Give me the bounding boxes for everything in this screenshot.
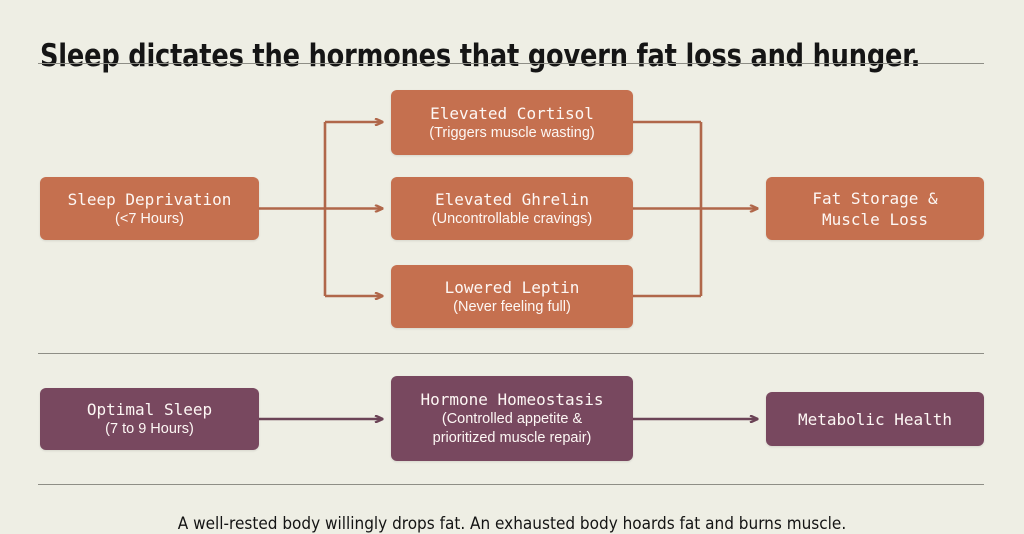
node-title: Metabolic Health — [797, 409, 953, 429]
node-subtitle: (Never feeling full) — [453, 298, 571, 315]
divider-bottom — [38, 484, 984, 485]
node-elevated-cortisol[interactable]: Elevated Cortisol (Triggers muscle wasti… — [391, 90, 633, 155]
node-subtitle: (7 to 9 Hours) — [105, 421, 194, 437]
node-subtitle: (<7 Hours) — [115, 210, 184, 227]
node-metabolic-health[interactable]: Metabolic Health — [766, 392, 984, 446]
node-title: Optimal Sleep — [86, 400, 213, 419]
node-title: Elevated Ghrelin — [434, 189, 590, 209]
node-hormone-homeostasis[interactable]: Hormone Homeostasis (Controlled appetite… — [391, 376, 633, 461]
node-sleep-deprivation[interactable]: Sleep Deprivation (<7 Hours) — [40, 177, 259, 240]
node-fat-storage-muscle-loss[interactable]: Fat Storage & Muscle Loss — [766, 177, 984, 240]
node-optimal-sleep[interactable]: Optimal Sleep (7 to 9 Hours) — [40, 388, 259, 450]
divider-middle — [38, 353, 984, 354]
node-subtitle: (Controlled appetite & — [441, 411, 583, 427]
node-title: Sleep Deprivation — [67, 189, 232, 209]
node-elevated-ghrelin[interactable]: Elevated Ghrelin (Uncontrollable craving… — [391, 177, 633, 240]
node-lowered-leptin[interactable]: Lowered Leptin (Never feeling full) — [391, 265, 633, 328]
footer-caption: A well-rested body willingly drops fat. … — [177, 514, 847, 534]
divider-top — [38, 63, 984, 64]
page-title: Sleep dictates the hormones that govern … — [40, 37, 921, 74]
node-title: Lowered Leptin — [444, 277, 580, 297]
node-subtitle-line2: prioritized muscle repair) — [432, 430, 592, 446]
node-title: Hormone Homeostasis — [420, 390, 604, 409]
node-subtitle: (Uncontrollable cravings) — [431, 210, 593, 227]
node-subtitle: (Triggers muscle wasting) — [429, 124, 595, 141]
node-title-line2: Muscle Loss — [822, 209, 928, 229]
node-title: Elevated Cortisol — [430, 103, 594, 123]
node-title: Fat Storage & — [812, 188, 938, 208]
